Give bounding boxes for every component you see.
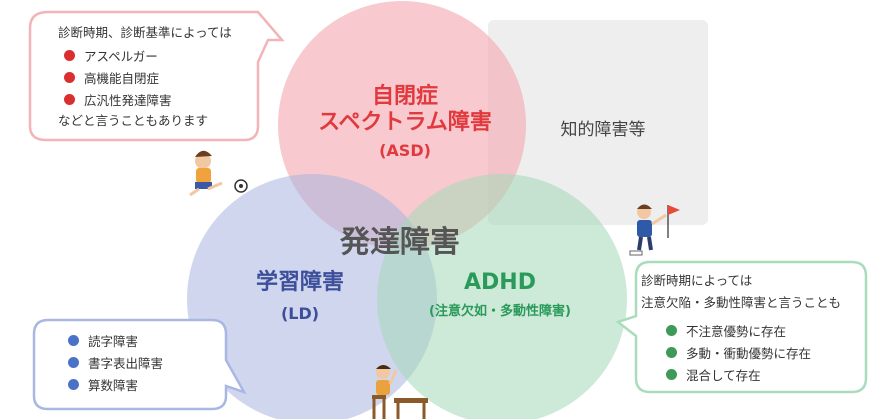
ld-title-main: 学習障害 <box>255 270 344 295</box>
adhd-title-main: ADHD <box>464 270 536 295</box>
adhd-circle <box>377 174 627 419</box>
list-item: 不注意優勢に存在 <box>666 319 856 341</box>
asd-callout-list: アスペルガー 高機能自閉症 広汎性発達障害 <box>64 44 268 110</box>
ld-circle <box>187 174 437 419</box>
list-item: 多動・衝動優勢に存在 <box>666 341 856 363</box>
adhd-title: ADHD (注意欠如・多動性障害) <box>395 270 605 320</box>
soccer-boy-icon <box>189 150 248 197</box>
list-item: 高機能自閉症 <box>64 66 268 88</box>
bullet-dot-icon <box>666 324 677 336</box>
ld-abbr: (LD) <box>280 304 320 324</box>
list-item: 書字表出障害 <box>68 351 218 373</box>
bullet-dot-icon <box>666 346 677 358</box>
adhd-callout-intro-2: 注意欠陥・多動性障害と言うことも <box>641 295 842 310</box>
bullet-dot-icon <box>64 93 75 105</box>
asd-abbr: (ASD) <box>379 140 431 160</box>
list-item: 算数障害 <box>68 373 218 395</box>
asd-callout-outro: などと言うこともあります <box>58 113 209 128</box>
list-item: 混合して存在 <box>666 363 856 385</box>
adhd-callout: 診断時期によっては 注意欠陥・多動性障害と言うことも 不注意優勢に存在 多動・衝… <box>641 270 856 385</box>
asd-callout-bubble <box>28 10 285 142</box>
studying-boy-icon <box>372 365 428 419</box>
flag-boy-icon <box>629 204 680 256</box>
asd-callout-intro: 診断時期、診断基準によっては <box>58 25 232 40</box>
bullet-dot-icon <box>68 334 79 346</box>
adhd-callout-bubble <box>615 260 868 394</box>
bullet-dot-icon <box>64 49 75 61</box>
list-item: 広汎性発達障害 <box>64 88 268 110</box>
list-item: アスペルガー <box>64 44 268 66</box>
asd-title-line1: 自閉症 <box>371 84 438 109</box>
ld-callout-list: 読字障害 書字表出障害 算数障害 <box>68 329 218 395</box>
asd-title-line2: スペクトラム障害 <box>318 110 492 136</box>
bullet-dot-icon <box>68 356 79 368</box>
intellectual-disability-label: 知的障害等 <box>560 120 646 140</box>
adhd-subtitle: (注意欠如・多動性障害) <box>429 304 571 320</box>
ld-callout-bubble <box>32 318 247 411</box>
list-item: 読字障害 <box>68 329 218 351</box>
ld-title: 学習障害 (LD) <box>215 270 385 324</box>
center-label: 発達障害 <box>340 225 460 260</box>
bullet-dot-icon <box>666 368 677 380</box>
bullet-dot-icon <box>64 71 75 83</box>
adhd-callout-intro-1: 診断時期によっては <box>641 273 753 288</box>
adhd-callout-list: 不注意優勢に存在 多動・衝動優勢に存在 混合して存在 <box>666 319 856 385</box>
ld-callout: 読字障害 書字表出障害 算数障害 <box>68 329 218 395</box>
asd-title: 自閉症 スペクトラム障害 (ASD) <box>290 84 520 160</box>
asd-callout: 診断時期、診断基準によっては アスペルガー 高機能自閉症 広汎性発達障害 などと… <box>58 22 268 132</box>
bullet-dot-icon <box>68 378 79 390</box>
